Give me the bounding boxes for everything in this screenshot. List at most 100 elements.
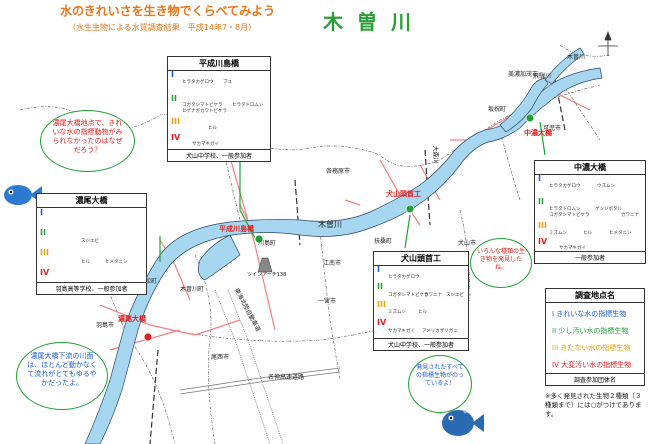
site-label-nakano-ohashi: 中濃大橋 [524,129,552,137]
species-label: スジエビ [446,293,464,298]
species-label: コガタシマトビケラ [549,213,590,218]
place-kisogawa-town: 木曽川町 [180,286,205,293]
place-ichinomiya: 一宮市 [318,298,337,305]
panel-footer: 犬山中学校、一般参加者 [168,149,270,161]
species-label: ヒル [208,126,217,131]
species-label: コガタシマトビケラ [182,103,223,108]
river-label-hida: 飛騨川 [533,73,552,80]
dam-label: ツインアーチ138 [247,272,287,278]
row-I: I [40,208,43,217]
species-label: コガタシマトビケラ [388,293,429,298]
species-label: ヒル [418,310,427,315]
bubble-why-question: 濃尾大橋地点で、きれいな水の指標動物がみられなかったのはなぜだろう？ [40,110,135,172]
species-label: ミズムシ [549,231,567,236]
row-IV: IV [538,237,548,246]
row-IV: IV [40,268,50,277]
species-label: ミズムシ [388,310,406,315]
species-label: ヒゲナガカワトビケラ [182,109,227,114]
species-label: ヒラタドロムシ [232,103,264,108]
row-IV: IV [377,318,387,327]
place-fuso: 扶桑町 [374,238,393,245]
place-kani: 可児市 [543,125,562,132]
panel-hamao-ohashi: 濃尾大橋 I II スジエビ III ヒル ヒメタニシ IV 羽島高等学校、一般… [36,193,147,295]
row-II: II [171,94,177,103]
panel-footer: 犬山中学校、一般参加者 [374,338,468,350]
panel-heisei-kawashima: 平成川島橋 I ヒラタカゲロウ ブユ II コガタシマトビケラ ヒラタドロムシ … [167,56,271,162]
row-I: I [171,70,174,79]
panel-inuyama-toshuko: 犬山頭首工 I ヒラタカゲロウ II コガタシマトビケラ カワニナ スジエビ I… [373,251,469,351]
species-label: スジエビ [81,239,99,244]
row-I: I [538,174,541,183]
panel-nakano-ohashi: 中濃大橋 I ヒラタカゲロウ ウズムシ II ヒラタドロムシ コガタシマトビケラ… [534,160,646,264]
kiso-river [84,47,603,444]
row-I: I [377,265,380,274]
bubble-many-species: いろんな種類の生き物を発見したね。 [470,238,532,288]
place-kasamatsu: 笠松町 [139,278,158,285]
site-label-heisei-kawashima: 平成川島橋 [219,225,254,233]
species-label: ヒラタドロムシ [549,207,581,212]
species-label: ヒラタカゲロウ [388,275,420,280]
twin-arch-tower [257,257,273,273]
place-hashima: 羽島市 [96,322,115,329]
legend-box: 調査地点名 I きれいな水の指標生物 II 少し汚い水の指標生物 III きたな… [545,288,645,386]
place-bisai: 尾西市 [211,354,230,361]
species-label: ブユ [223,80,232,85]
place-sakahogi: 坂祝町 [488,106,507,113]
panel-title: 中濃大橋 [535,161,645,175]
species-label: カワニナ [424,293,442,298]
bubble-all-species: 発見されたすべての指標生物がのっているよ！ [408,355,472,413]
panel-title: 平成川島橋 [168,57,270,71]
river-name: 木曽川 [323,10,425,34]
site-label-hamao-ohashi: 濃尾大橋 [118,315,146,323]
panel-footer: 一般参加者 [535,251,645,263]
place-mino-kamo: 美濃加茂市 [508,71,539,78]
fish-mascot-icon [438,410,484,436]
place-kakamigahara: 各務原市 [326,168,351,175]
panel-title: 濃尾大橋 [37,194,146,208]
species-label: サカマキガイ [388,329,415,334]
species-label: ヒラタカゲロウ [549,184,581,189]
panel-title: 犬山頭首工 [374,252,468,266]
species-label: アメリカザリガニ [422,329,458,334]
legend-item-IV: IV 大変汚い水の指標生物 [552,361,632,369]
row-III: III [538,221,547,230]
place-konan: 江南市 [323,260,342,267]
legend-title: 調査地点名 [546,289,644,303]
north-arrow-icon [598,30,618,56]
species-label: カワニナ [621,213,639,218]
species-label: サカマキガイ [559,246,586,251]
highway-meishin: 名神高速道路 [268,374,305,381]
river-label-kiso: 木曽川 [318,220,342,229]
bubble-slow-flow: 濃尾大橋下流の川面は、ほとんど動かなくて流れがとてもゆるやかだったよ。 [16,342,108,410]
row-III: III [171,117,180,126]
place-kawashima: 川島町 [258,240,277,247]
row-III: III [377,300,386,309]
site-markers [143,113,535,342]
legend-footer: 調査参加団体名 [546,373,644,385]
legend-item-I: I きれいな水の指標生物 [552,310,627,318]
species-label: ゲンジボタル [595,207,622,212]
highways [179,289,341,444]
map-subtitle: （水生生物による水質調査結果 平成14年7・8月） [68,23,257,32]
footnote: ※多く発見された生物２種類（３種類まで）には○がつけてあります。 [545,392,642,418]
species-label: ヒル [583,231,592,236]
legend-item-II: II 少し汚い水の指標生物 [552,327,629,335]
species-label: ヒラタカゲロウ [182,80,214,85]
row-III: III [40,248,49,257]
species-label: サカマキガイ [192,142,219,147]
place-inuyama: 犬山市 [458,240,477,247]
river-label-kiso-upper: 木曽川 [567,54,586,61]
legend-item-III: III きたない水の指標生物 [552,344,631,352]
panel-footer: 羽島高等学校、一般参加者 [37,282,146,294]
species-label: ヒル [81,260,90,265]
species-label: ウズムシ [597,184,615,189]
site-label-inuyama-toshuko: 犬山頭首工 [386,190,421,198]
callout-lines [159,121,546,262]
row-IV: IV [171,133,181,142]
row-II: II [538,197,544,206]
river-label-ohmori: 大森川 [431,145,439,164]
map-title: 水のきれいさを生き物でくらべてみよう [60,4,276,18]
species-label: ヒメタニシ [609,231,632,236]
row-II: II [377,282,383,291]
